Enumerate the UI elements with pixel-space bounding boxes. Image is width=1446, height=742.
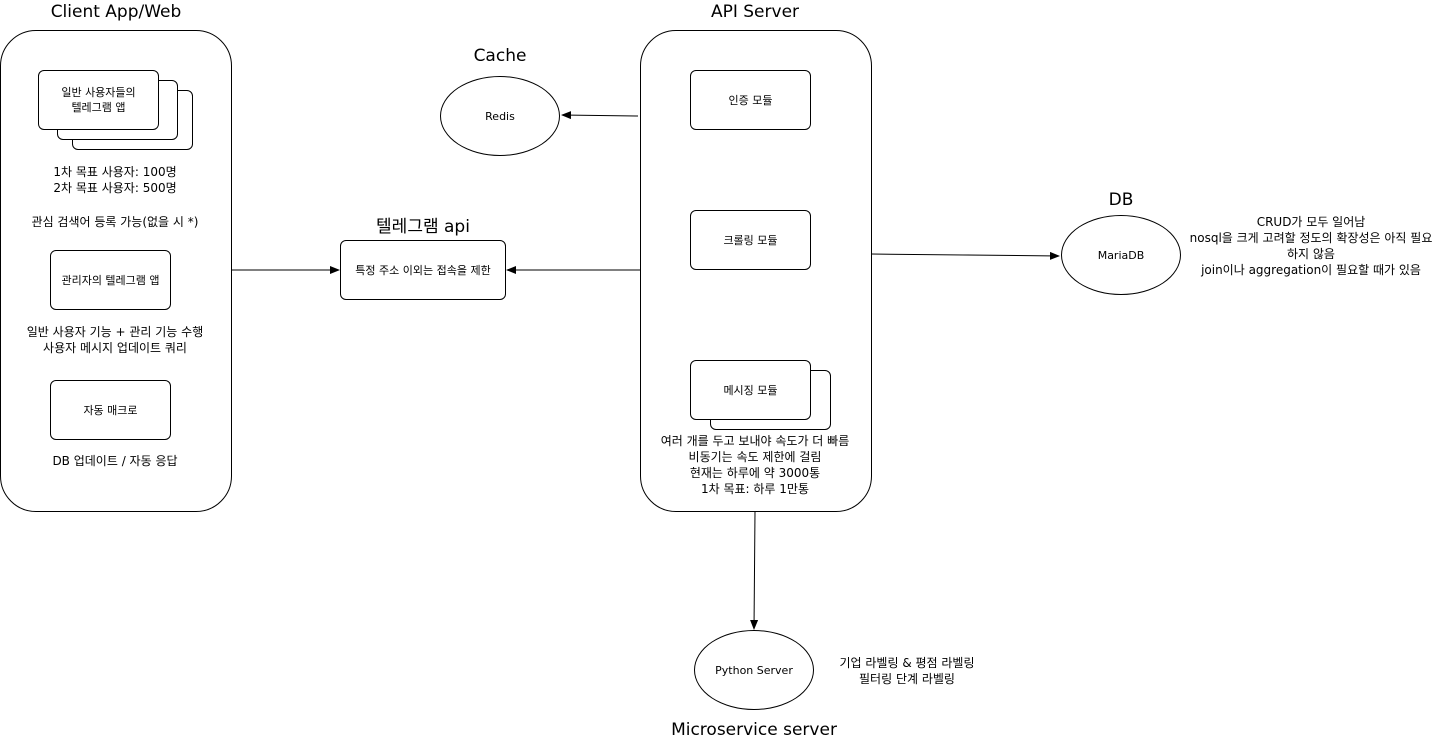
db-notes: CRUD가 모두 일어남 nosql을 크게 고려할 정도의 확장성은 아직 필… <box>1176 214 1446 278</box>
arrow-api-to-redis <box>561 111 639 120</box>
admin-telegram-app-node: 관리자의 텔레그램 앱 <box>50 250 171 310</box>
messaging-note-4: 1차 목표: 하루 1만통 <box>700 482 810 496</box>
messaging-note-2: 비동기는 속도 제한에 걸림 <box>688 450 822 464</box>
user-telegram-app-label: 일반 사용자들의 텔레그램 앱 <box>61 86 136 114</box>
crawl-module-label: 크롤링 모듈 <box>723 233 778 247</box>
user-telegram-app-node: 일반 사용자들의 텔레그램 앱 <box>38 70 159 130</box>
arrow-api-to-mariadb <box>870 251 1060 260</box>
client-title: Client App/Web <box>50 2 182 22</box>
microservice-notes: 기업 라벨링 & 평점 라벨링 필터링 단계 라벨링 <box>822 655 992 687</box>
messaging-module-label: 메시징 모듈 <box>723 383 778 397</box>
cache-title: Cache <box>473 46 527 66</box>
redis-node: Redis <box>440 76 560 156</box>
messaging-note-3: 현재는 하루에 약 3000통 <box>689 466 821 480</box>
mariadb-node: MariaDB <box>1061 215 1181 295</box>
arrow-api-to-python <box>750 510 759 630</box>
admin-notes: 일반 사용자 기능 + 관리 기능 수행 사용자 메시지 업데이트 쿼리 <box>0 324 230 356</box>
api-server-title: API Server <box>710 2 800 22</box>
admin-telegram-app-label: 관리자의 텔레그램 앱 <box>61 273 160 287</box>
python-server-node: Python Server <box>694 630 814 710</box>
mariadb-label: MariaDB <box>1097 248 1145 262</box>
messaging-notes: 여러 개를 두고 보내야 속도가 더 빠름 비동기는 속도 제한에 걸림 현재는… <box>640 433 870 497</box>
auto-macro-node: 자동 매크로 <box>50 380 171 440</box>
telegram-api-node: 특정 주소 이외는 접속을 제한 <box>340 240 506 300</box>
user-goal-1: 1차 목표 사용자: 100명 <box>53 165 177 179</box>
crawl-module-node: 크롤링 모듈 <box>690 210 811 270</box>
db-note-2: nosql을 크게 고려할 정도의 확장성은 아직 필요 <box>1189 231 1433 245</box>
microservice-note-1: 기업 라벨링 & 평점 라벨링 <box>839 656 975 670</box>
telegram-api-title: 텔레그램 api <box>376 217 470 237</box>
db-note-1: CRUD가 모두 일어남 <box>1256 215 1366 229</box>
telegram-api-label: 특정 주소 이외는 접속을 제한 <box>355 263 491 277</box>
microservice-note-2: 필터링 단계 라벨링 <box>859 672 955 686</box>
keyword-note: 관심 검색어 등록 가능(없을 시 *) <box>31 215 199 229</box>
auth-module-node: 인증 모듈 <box>690 70 811 130</box>
user-goal-notes: 1차 목표 사용자: 100명 2차 목표 사용자: 500명 <box>0 164 230 196</box>
macro-note: DB 업데이트 / 자동 응답 <box>52 454 178 468</box>
user-goal-2: 2차 목표 사용자: 500명 <box>53 181 177 195</box>
auth-module-label: 인증 모듈 <box>728 93 773 107</box>
microservice-title: Microservice server <box>671 720 837 740</box>
python-server-label: Python Server <box>715 663 793 677</box>
redis-label: Redis <box>485 109 515 123</box>
messaging-module-node: 메시징 모듈 <box>690 360 811 420</box>
auto-macro-label: 자동 매크로 <box>83 403 138 417</box>
db-note-4: join이나 aggregation이 필요할 때가 있음 <box>1201 263 1421 277</box>
db-title: DB <box>1108 190 1134 210</box>
db-note-3: 하지 않음 <box>1287 247 1335 261</box>
admin-note-1: 일반 사용자 기능 + 관리 기능 수행 <box>26 325 204 339</box>
admin-note-2: 사용자 메시지 업데이트 쿼리 <box>43 341 187 355</box>
messaging-note-1: 여러 개를 두고 보내야 속도가 더 빠름 <box>660 434 850 448</box>
